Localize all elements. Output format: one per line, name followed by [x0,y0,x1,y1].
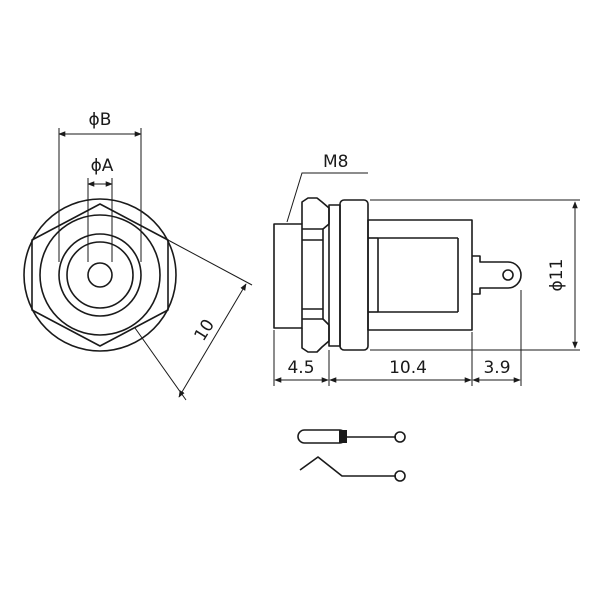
hex-nut-side [301,197,330,353]
phi-b-label: ϕB [89,110,112,130]
body-length-label: 10.4 [389,358,427,378]
inner-sleeve-circle [66,241,134,309]
sleeve-contact-wire [299,456,396,477]
phi-a-label: ϕA [91,156,114,176]
center-pin-circle [87,262,113,288]
terminal-hole [502,269,514,281]
sleeve-terminal-symbol [394,470,406,482]
flange-side [339,199,369,351]
diameter-label: ϕ11 [547,259,567,292]
nut-bore-circle [39,214,161,336]
jack-schematic-symbol [297,429,406,482]
tip-terminal-symbol [394,431,406,443]
solder-terminal [472,255,522,295]
thread-label: M8 [323,152,348,172]
thread-length-label: 4.5 [287,358,314,378]
hex-nut-outline [31,203,169,347]
body-side [367,219,473,331]
plug-tip-symbol [339,430,347,443]
outer-flange-circle [23,198,177,352]
threaded-section [273,223,303,329]
plug-sleeve-symbol [297,429,347,444]
outer-sleeve-circle [58,233,142,317]
hex-dimension-label: 10 [191,316,219,345]
m8-leader-line [286,172,368,223]
washer-side [328,204,341,347]
hex-dimension-line [178,283,247,398]
terminal-length-label: 3.9 [483,358,510,378]
side-view: M8 ϕ11 4.5 10.4 3.9 [273,152,580,386]
front-view: ϕB ϕA 10 [23,110,253,401]
